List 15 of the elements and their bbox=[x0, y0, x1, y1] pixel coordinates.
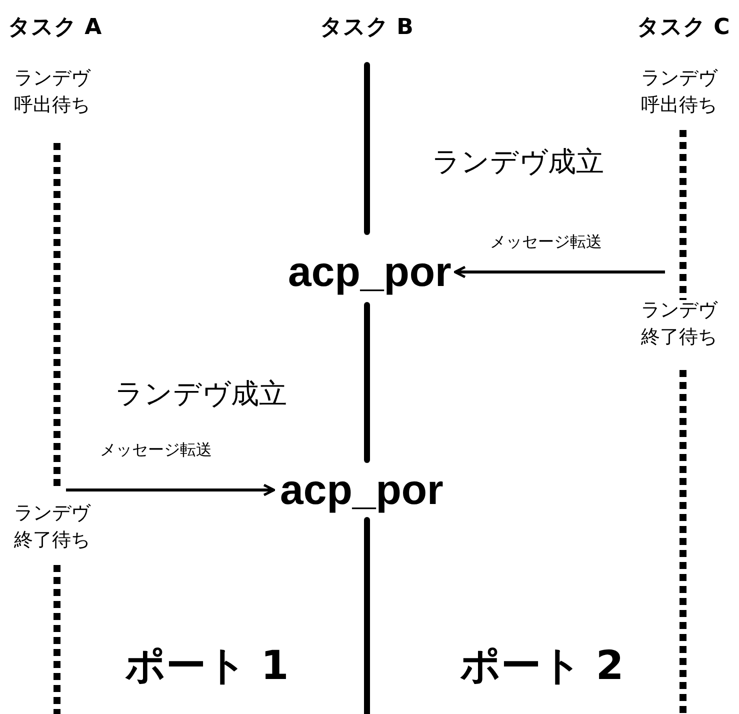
state-note: ランデヴ終了待ち bbox=[14, 501, 92, 553]
event-label: ランデヴ成立 bbox=[432, 144, 604, 180]
port-label: ポート 2 bbox=[460, 642, 624, 691]
port-label: ポート 1 bbox=[125, 642, 289, 691]
call-label: acp_por bbox=[288, 248, 452, 296]
event-label: ランデヴ成立 bbox=[115, 376, 287, 412]
state-note: ランデヴ終了待ち bbox=[641, 298, 719, 350]
state-note: ランデヴ呼出待ち bbox=[641, 66, 719, 118]
lane-heading: タスク B bbox=[320, 14, 414, 42]
arrow bbox=[454, 266, 665, 278]
arrow bbox=[66, 484, 276, 496]
call-label: acp_por bbox=[280, 466, 444, 514]
lane-heading: タスク A bbox=[8, 14, 102, 42]
state-note: ランデヴ呼出待ち bbox=[14, 66, 92, 118]
lane-heading: タスク C bbox=[637, 14, 730, 42]
